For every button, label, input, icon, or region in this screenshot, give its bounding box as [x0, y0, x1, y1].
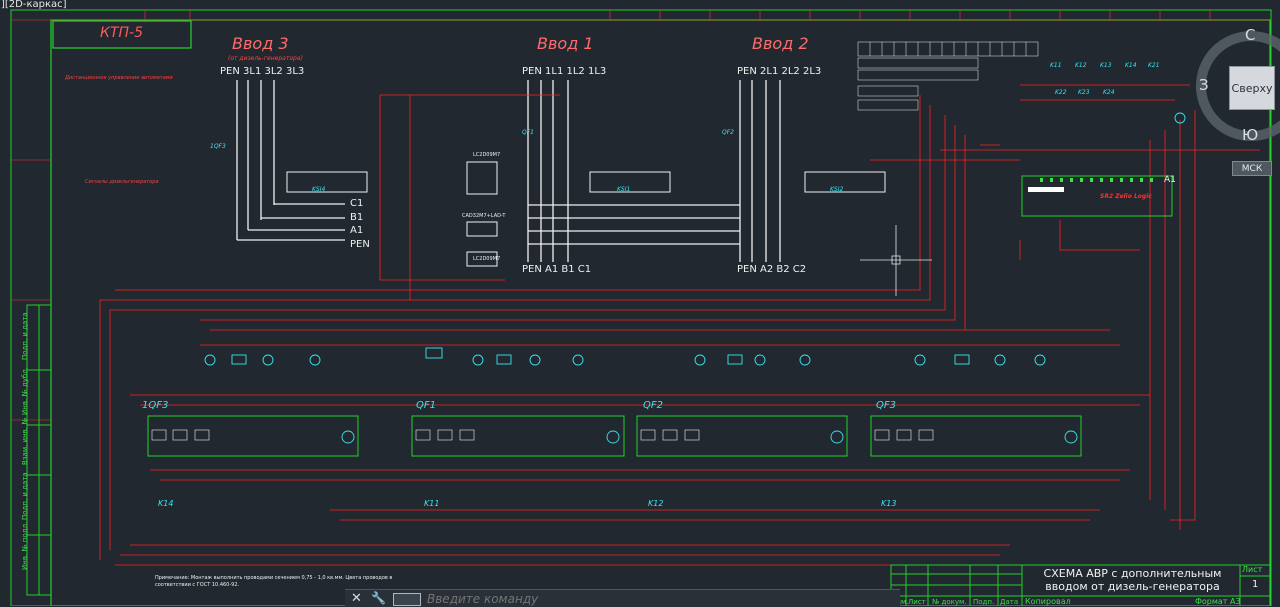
wrench-icon[interactable]: 🔧 [371, 591, 386, 605]
k-relay-k14: K14 [1125, 62, 1137, 69]
k-relay-k22: K22 [1055, 89, 1067, 96]
input3-phases: PEN 3L1 3L2 3L3 [220, 66, 305, 77]
input2-phases: PEN 2L1 2L2 2L3 [737, 66, 822, 77]
row-breaker-qf2: QF2 [643, 400, 663, 411]
ksi4-label: KSI4 [312, 186, 326, 193]
tb-col-sign: Подп. [973, 598, 995, 606]
bottom-key-k11: K11 [424, 499, 440, 508]
bus-c1: C1 [350, 198, 364, 209]
bus-pen: PEN [350, 239, 370, 250]
side-stamp-1: Подп. и дата [21, 472, 29, 520]
bottom-key-k13: K13 [881, 499, 897, 508]
command-input[interactable] [425, 591, 869, 607]
compass-north[interactable]: С [1245, 26, 1256, 44]
bus2-bottom: PEN A2 B2 C2 [737, 264, 807, 275]
remote-control-label: Дистанционное управление автоматами [65, 75, 173, 81]
contactor1-label: LC2D09M7 [473, 152, 501, 158]
copied-label: Копировал [1025, 597, 1071, 606]
tb-col-date: Дата [1000, 598, 1019, 606]
input3-subtitle: (от дизель-генератора) [228, 55, 303, 62]
drawing-title: СХЕМА АВР с дополнительным вводом от диз… [1043, 567, 1222, 593]
viewport-label[interactable]: ][2D-каркас] [1, 0, 67, 10]
note: Примечание: Монтаж выполнить проводами с… [155, 575, 393, 588]
side-stamp-2: Взам. инв. № [21, 417, 29, 465]
input1-title: Ввод 1 [537, 34, 594, 53]
bottom-key-k14: K14 [158, 499, 174, 508]
sheet-label: Лист [1242, 565, 1263, 574]
diesel-signals-label: Сигналы дизельгенератора [85, 179, 159, 185]
k-relay-k11: K11 [1050, 62, 1062, 69]
contactor3-label: LC2D09M7 [473, 256, 501, 262]
k-relay-k24: K24 [1103, 89, 1115, 96]
compass-south[interactable]: Ю [1242, 126, 1259, 144]
input2-breaker: QF2 [722, 129, 734, 136]
format-label: Формат A3 [1195, 597, 1241, 606]
input1-phases: PEN 1L1 1L2 1L3 [522, 66, 607, 77]
side-stamp-3: Инв. № дубл. [21, 367, 29, 415]
bus-a1: A1 [350, 225, 364, 236]
title-block-label: КТП-5 [100, 25, 143, 41]
row-breaker-qf1: QF1 [416, 400, 436, 411]
viewcube[interactable]: С З Ю Сверху МСК [1196, 14, 1280, 184]
k-relay-k21: K21 [1148, 62, 1160, 69]
row-breaker-1qf3: 1QF3 [142, 400, 169, 411]
tb-col-izm: Изм. [892, 598, 909, 606]
k-relay-k12: K12 [1075, 62, 1087, 69]
ksi1-label: KSI1 [617, 186, 631, 193]
input3-breaker: 1QF3 [210, 143, 226, 150]
input1-breaker: QF1 [522, 129, 534, 136]
command-history-icon[interactable] [393, 593, 421, 606]
contactor2-label: CAD32M7+LAD-T [462, 213, 506, 219]
viewcube-ring[interactable] [1196, 14, 1280, 154]
k-relay-k23: K23 [1078, 89, 1090, 96]
compass-west[interactable]: З [1199, 76, 1209, 94]
input2-title: Ввод 2 [752, 34, 809, 53]
ksi2-label: KSI2 [830, 186, 844, 193]
plc-id: A1 [1164, 175, 1176, 185]
input3-title: Ввод 3 [232, 34, 289, 53]
sheet-number: 1 [1252, 579, 1259, 590]
bottom-key-k12: K12 [648, 499, 664, 508]
tb-col-list: Лист [908, 598, 926, 606]
side-stamp-4: Подп. и дата [21, 312, 29, 360]
side-stamp-0: Инв. № подл. [21, 521, 29, 570]
row-breaker-qf3: QF3 [876, 400, 896, 411]
command-line-bar: ✕ 🔧 [345, 589, 900, 607]
wcs-menu[interactable]: МСК [1232, 161, 1272, 176]
k-relay-k13: K13 [1100, 62, 1112, 69]
close-icon[interactable]: ✕ [351, 591, 362, 606]
bus1-bottom: PEN A1 B1 C1 [522, 264, 592, 275]
viewcube-top-face[interactable]: Сверху [1229, 66, 1275, 110]
plc-label: SR2 Zelio Logic [1100, 193, 1152, 200]
tb-col-doc: № докум. [932, 598, 967, 606]
bus-b1: B1 [350, 212, 364, 223]
